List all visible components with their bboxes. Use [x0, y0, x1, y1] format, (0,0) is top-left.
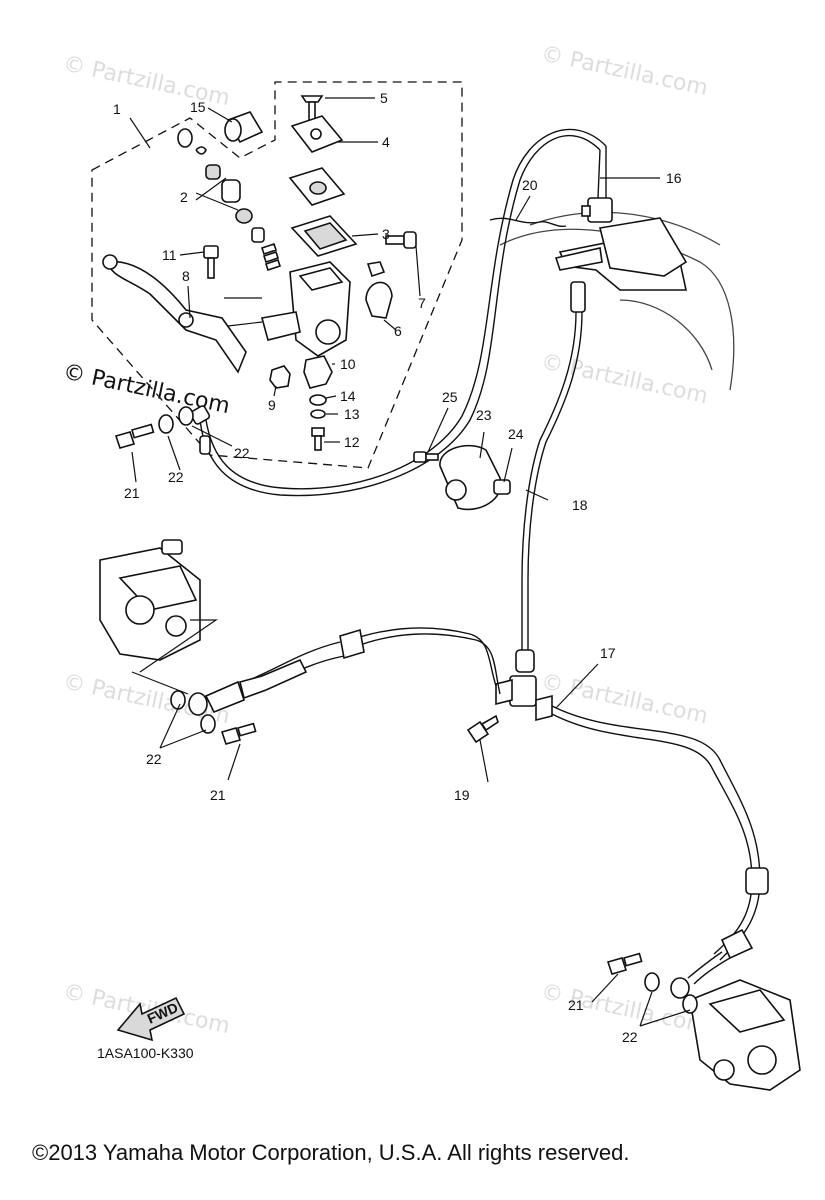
callout-17: 17	[600, 645, 616, 661]
callout-11: 11	[162, 247, 177, 263]
diagram-code: 1ASA100-K330	[97, 1045, 194, 1061]
bolt-part-11	[203, 245, 219, 279]
leader-lines-lower	[131, 177, 691, 1027]
callout-14: 14	[340, 388, 356, 404]
watermark: © Partzilla.com	[539, 41, 710, 101]
piston-kit-part-2	[177, 128, 282, 272]
callout-19: 19	[454, 787, 470, 803]
copyright-notice: ©2013 Yamaha Motor Corporation, U.S.A. A…	[32, 1140, 629, 1165]
handlebar-outline	[499, 211, 735, 391]
brake-hose-part-17-left	[188, 627, 501, 716]
leader-lines-master	[129, 97, 421, 443]
bolt-part-19	[466, 714, 499, 744]
hose-fitting-part-16	[581, 146, 613, 223]
brake-hose-part-17-right	[551, 705, 769, 999]
bolt-part-25	[413, 451, 439, 463]
callout-22-top-right: 22	[234, 445, 250, 461]
washer-part-22-top-b	[178, 406, 194, 426]
bolt-part-21-bottom	[606, 952, 643, 975]
callout-25: 25	[442, 389, 458, 405]
pivot-part-8	[178, 312, 194, 328]
washer-part-22-bottom-b	[682, 994, 698, 1014]
callout-labels: 1 15 5 4 2 3 11 8 7 6 10 9 14 13 12 22 2…	[113, 90, 682, 1045]
upper-brake-hose	[189, 128, 607, 497]
callout-22-top-left: 22	[168, 469, 184, 485]
bolt-part-21-mid	[220, 722, 257, 745]
callout-10: 10	[340, 356, 356, 372]
front-right-caliper	[689, 979, 801, 1091]
callout-7: 7	[418, 295, 426, 311]
brake-line-part-18	[515, 281, 586, 673]
callout-16: 16	[666, 170, 682, 186]
switch-part-24	[493, 479, 511, 495]
callout-24: 24	[508, 426, 524, 442]
screw-part-12	[311, 427, 325, 451]
callout-23: 23	[476, 407, 492, 423]
brake-switch-part-10	[303, 355, 333, 389]
callout-5: 5	[380, 90, 388, 106]
washer-part-13	[310, 409, 326, 419]
callout-18: 18	[572, 497, 588, 513]
bolt-part-21-top	[114, 423, 155, 449]
junction-block	[495, 675, 553, 722]
washer-part-22-mid-b	[200, 714, 216, 734]
wire-part-20	[489, 217, 567, 228]
callout-8: 8	[182, 268, 190, 284]
callout-21-bottom: 21	[568, 997, 584, 1013]
lever-housing-part-23	[439, 444, 502, 511]
washer-part-14	[309, 394, 327, 406]
callout-9: 9	[268, 397, 276, 413]
clamp-part-6	[365, 281, 393, 319]
watermark-layer: © Partzilla.com © Partzilla.com © Partzi…	[61, 41, 710, 1039]
callout-13: 13	[344, 406, 360, 422]
washer-part-22-mid-a	[170, 690, 186, 710]
callout-22-bottom: 22	[622, 1029, 638, 1045]
boot-part-15	[224, 111, 264, 144]
washer-part-22-top	[158, 414, 174, 434]
callout-15: 15	[190, 99, 206, 115]
watermark: © Partzilla.com	[61, 51, 232, 111]
callout-4: 4	[382, 134, 390, 150]
callout-3: 3	[382, 226, 390, 242]
master-cylinder-group-outline	[91, 81, 463, 469]
callout-21-top: 21	[124, 485, 140, 501]
front-left-caliper	[99, 539, 201, 661]
rear-master-cylinder	[554, 217, 688, 291]
screw-part-5	[300, 95, 324, 121]
callout-1: 1	[113, 101, 121, 117]
callout-20: 20	[522, 177, 538, 193]
callout-22-mid: 22	[146, 751, 162, 767]
callout-21-mid: 21	[210, 787, 226, 803]
nut-part-9	[269, 365, 291, 389]
master-cylinder-body	[260, 261, 351, 357]
callout-2: 2	[180, 189, 188, 205]
bolt-part-7	[385, 231, 417, 249]
callout-12: 12	[344, 434, 360, 450]
diaphragm-part-3	[290, 215, 358, 257]
washer-part-22-bottom-a	[644, 972, 660, 992]
callout-6: 6	[394, 323, 402, 339]
brake-lever	[107, 260, 247, 374]
